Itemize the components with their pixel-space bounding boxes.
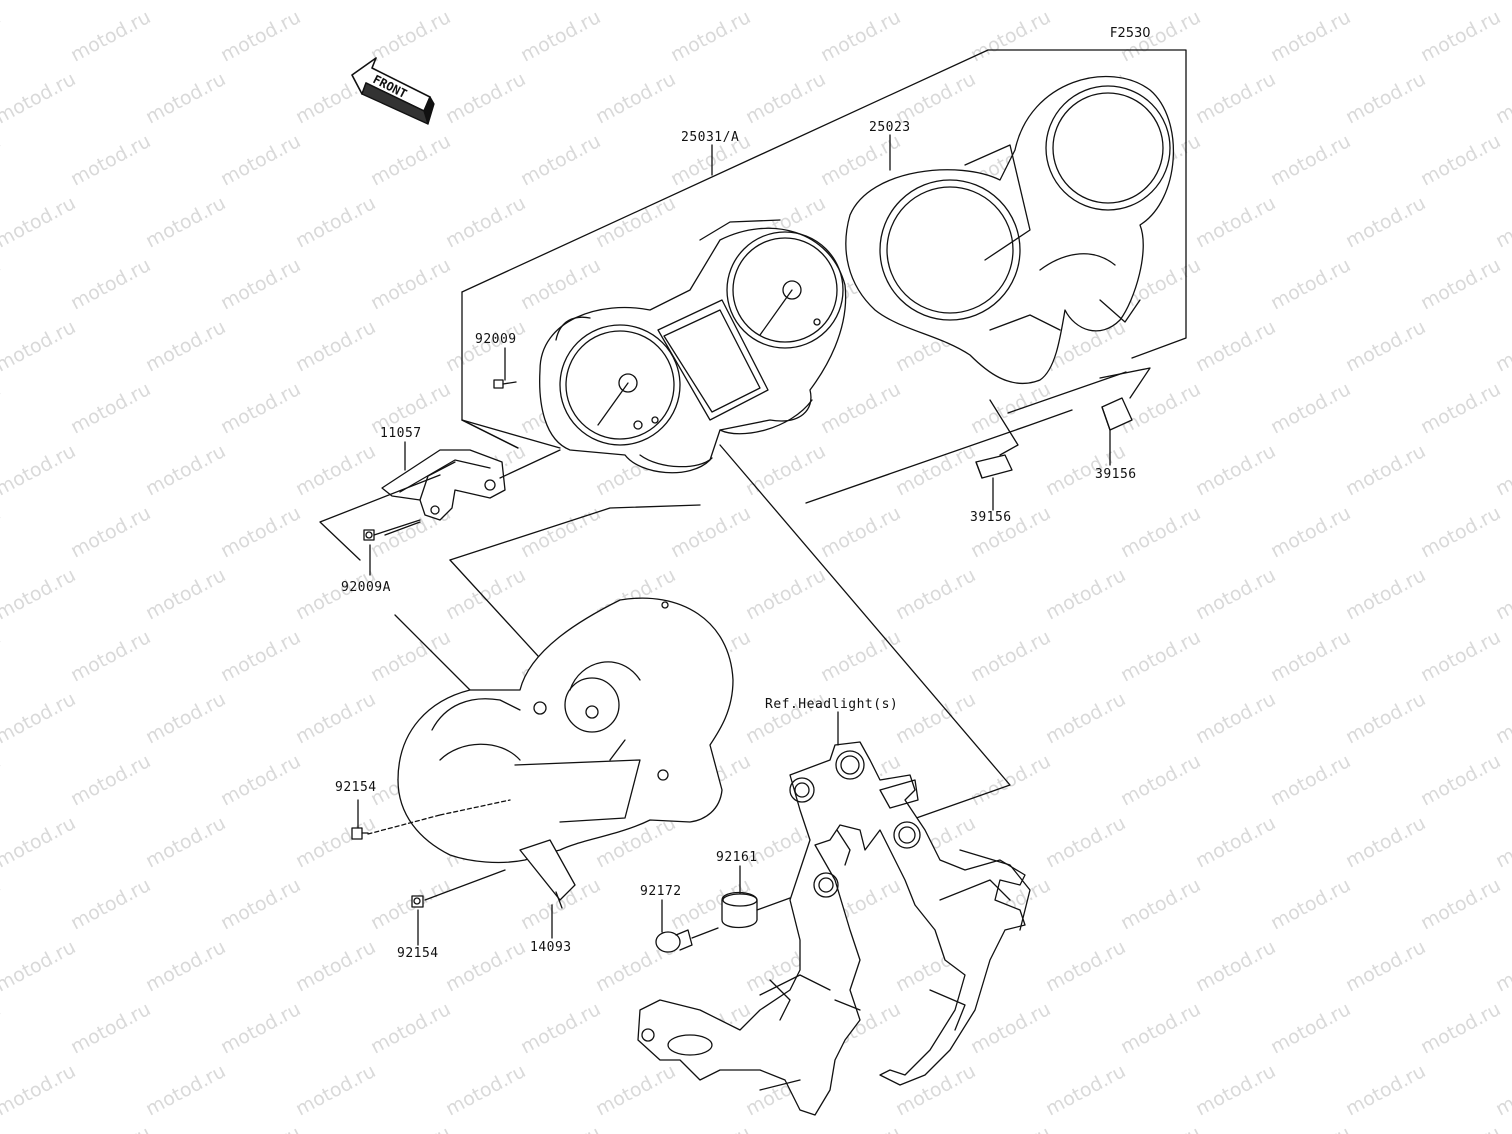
- callout-11057: 11057: [380, 426, 422, 441]
- callout-92161: 92161: [716, 850, 758, 865]
- callout-25031-a: 25031/A: [681, 130, 740, 145]
- callout-92009: 92009: [475, 332, 517, 347]
- callout-39156-left: 39156: [970, 510, 1012, 525]
- screw-92154-upper-icon: [351, 827, 369, 840]
- grommet-92161-icon: [721, 891, 791, 929]
- bracket-11057-icon: [381, 449, 506, 521]
- callout-14093: 14093: [530, 940, 572, 955]
- callout-ref-headlight: Ref.Headlight(s): [765, 697, 899, 712]
- cap-39156-right-icon: [1101, 397, 1133, 431]
- screw-92009a-icon: [363, 519, 421, 541]
- headlight-stay-icon: [637, 741, 1031, 1116]
- callout-92154-lower: 92154: [397, 946, 439, 961]
- figure-number: F2530: [1110, 26, 1151, 41]
- meter-cover-25023-icon: [845, 76, 1175, 385]
- screw-92009-icon: [493, 379, 517, 389]
- collar-92172-icon: [655, 927, 719, 953]
- lower-housing-icon: [397, 597, 734, 909]
- callout-92009a: 92009A: [341, 580, 391, 595]
- callout-92172: 92172: [640, 884, 682, 899]
- cap-39156-left-icon: [975, 454, 1013, 479]
- callout-25023: 25023: [869, 120, 911, 135]
- callout-39156-right: 39156: [1095, 467, 1137, 482]
- callout-92154-upper: 92154: [335, 780, 377, 795]
- front-arrow-icon: FRONT: [351, 57, 435, 125]
- meter-assembly-icon: [539, 219, 847, 474]
- screw-92154-lower-icon: [411, 895, 424, 908]
